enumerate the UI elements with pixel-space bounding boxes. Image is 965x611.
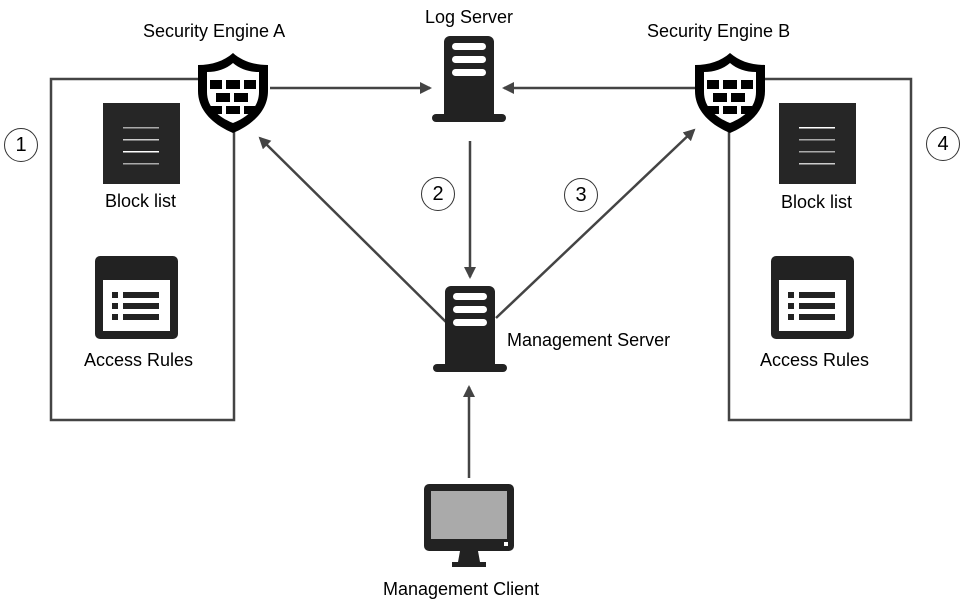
server-icon[interactable] — [432, 36, 506, 122]
management-client-label: Management Client — [383, 579, 540, 599]
arrow-management-server-to-engine-a — [258, 136, 447, 323]
log-server-label: Log Server — [425, 7, 514, 27]
block-list-icon[interactable] — [103, 103, 180, 184]
engine-b-access-rules-label: Access Rules — [760, 350, 870, 370]
engine-a-box — [49, 77, 236, 422]
access-rules-icon[interactable] — [771, 256, 854, 339]
monitor-icon[interactable] — [424, 484, 514, 567]
firewall-shield-icon[interactable] — [695, 53, 765, 133]
step-badge-2: 2 — [421, 177, 455, 211]
engine-b-block-list-label: Block list — [781, 192, 853, 212]
block-list-icon[interactable] — [779, 103, 856, 184]
engine-a-access-rules-label: Access Rules — [84, 350, 194, 370]
access-rules-icon[interactable] — [95, 256, 178, 339]
server-icon[interactable] — [433, 286, 507, 372]
management-server-label: Management Server — [507, 330, 671, 350]
engine-a-label: Security Engine A — [143, 21, 286, 41]
engine-a-block-list-label: Block list — [105, 191, 177, 211]
engine-b-label: Security Engine B — [647, 21, 791, 41]
step-badge-3: 3 — [564, 178, 598, 212]
step-badge-1: 1 — [4, 128, 38, 162]
engine-b-box — [727, 77, 913, 422]
firewall-shield-icon[interactable] — [198, 53, 268, 133]
step-badge-4: 4 — [926, 127, 960, 161]
arrow-management-server-to-engine-b — [495, 128, 696, 319]
